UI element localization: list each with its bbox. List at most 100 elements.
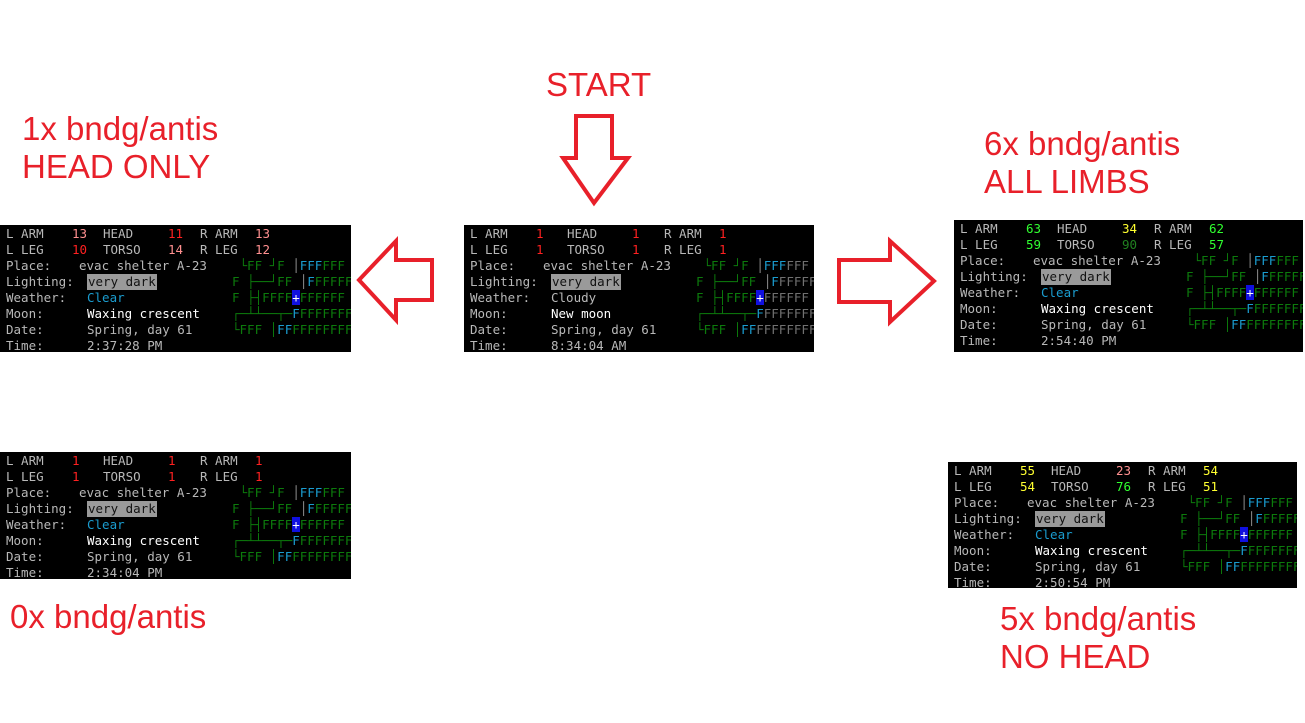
map-terrain: FFF	[1253, 253, 1277, 268]
map-row: └FF ┘F │FFFFFF	[232, 258, 351, 274]
lighting-label: Lighting:	[960, 269, 1028, 284]
moon-label: Moon:	[960, 301, 998, 316]
map-terrain: F	[307, 274, 315, 289]
map-row: └FFF │FFFFFFFFFF	[696, 322, 814, 338]
caption-line: ALL LIMBS	[984, 163, 1150, 200]
map-terrain: FFFFFFF	[299, 533, 351, 548]
map-terrain: ┌─┴┴──┬─	[1186, 301, 1247, 316]
map-terrain: FFFFFF	[1253, 285, 1299, 300]
map-terrain: └FF ┘F	[1186, 253, 1247, 268]
moon-value: Waxing crescent	[1035, 543, 1148, 558]
bodypart-value-rleg: 1	[255, 469, 263, 484]
bodypart-label-lleg: L LEG	[960, 237, 998, 252]
bodypart-value-rleg: 51	[1203, 479, 1219, 494]
map-terrain: FFFFFFF	[763, 306, 814, 321]
map-row: ┌─┴┴──┬─FFFFFFFF	[696, 306, 814, 322]
lighting-value: very dark	[551, 274, 621, 290]
moon-label: Moon:	[954, 543, 992, 558]
map-terrain: F ├┤FFFF	[1186, 285, 1247, 300]
map-row: └FF ┘F │FFFFFF	[232, 485, 351, 501]
place-label: Place:	[960, 253, 1006, 268]
bodypart-label-rleg: R LEG	[200, 242, 238, 257]
map-terrain: │	[733, 322, 742, 337]
time-label: Time:	[960, 333, 998, 348]
arrow-left-icon	[356, 235, 434, 326]
player-cursor-icon: +	[1240, 527, 1248, 542]
map-terrain: F ├──┘FF	[1186, 269, 1254, 284]
map-terrain: └FFF	[232, 322, 270, 337]
map-row: ┌─┴┴──┬─FFFFFFFF	[1186, 301, 1303, 317]
map-terrain: F ├──┘FF	[232, 501, 300, 516]
place-label: Place:	[954, 495, 1000, 510]
bodypart-value-rarm: 54	[1203, 463, 1219, 478]
map-terrain: FFF	[299, 258, 323, 273]
bodypart-value-rleg: 57	[1209, 237, 1225, 252]
map-terrain: │	[299, 501, 308, 516]
caption-line: NO HEAD	[1000, 638, 1151, 675]
map-terrain: │	[292, 485, 300, 500]
bodypart-label-rleg: R LEG	[200, 469, 238, 484]
lighting-value: very dark	[87, 501, 157, 517]
map-row: └FFF │FFFFFFFFFF	[1186, 317, 1303, 333]
place-label: Place:	[6, 485, 52, 500]
map-terrain: FFFFFF	[299, 290, 345, 305]
moon-label: Moon:	[6, 533, 44, 548]
bodypart-label-rleg: R LEG	[1154, 237, 1192, 252]
map-terrain: FFFFFFF	[1247, 543, 1297, 558]
weather-label: Weather:	[954, 527, 1015, 542]
map-row: └FFF │FFFFFFFFFF	[1180, 559, 1297, 575]
place-value: evac shelter A-23	[1033, 253, 1161, 268]
map-terrain: FFFFF	[314, 501, 351, 516]
date-label: Date:	[960, 317, 998, 332]
time-label: Time:	[6, 565, 44, 579]
map-terrain: F ├┤FFFF	[232, 517, 293, 532]
map-terrain: FF	[1225, 559, 1241, 574]
map-row: F ├┤FFFF+FFFFFF	[232, 290, 351, 306]
time-value: 8:34:04 AM	[551, 338, 627, 352]
date-value: Spring, day 61	[87, 549, 193, 564]
map-row: ┌─┴┴──┬─FFFFFFFF	[1180, 543, 1297, 559]
bodypart-value-larm: 55	[1020, 463, 1036, 478]
bodypart-value-torso: 90	[1122, 237, 1138, 252]
bodypart-label-larm: L ARM	[960, 221, 998, 236]
place-value: evac shelter A-23	[79, 258, 207, 273]
map-terrain: └FF ┘F	[232, 485, 293, 500]
weather-label: Weather:	[960, 285, 1021, 300]
bodypart-value-lleg: 1	[536, 242, 544, 257]
map-terrain: FF	[741, 322, 757, 337]
map-row: F ├┤FFFF+FFFFFF	[1180, 527, 1297, 543]
map-terrain: │	[1217, 559, 1226, 574]
bodypart-label-head: HEAD	[1051, 463, 1082, 478]
map-terrain: └FFF	[1180, 559, 1218, 574]
bodypart-label-rarm: R ARM	[1154, 221, 1192, 236]
map-terrain: │	[756, 258, 764, 273]
map-terrain: └FF ┘F	[232, 258, 293, 273]
bodypart-label-larm: L ARM	[470, 226, 508, 241]
bodypart-value-head: 11	[168, 226, 184, 241]
weather-value: Cloudy	[551, 290, 597, 305]
map-terrain: └FFF	[696, 322, 734, 337]
map-row: F ├──┘FF │FFFFFF	[1186, 269, 1303, 285]
caption-start: START	[546, 66, 652, 103]
map-terrain: FFF	[786, 258, 809, 273]
map-row: ┌─┴┴──┬─FFFFFFFF	[232, 533, 351, 549]
map-terrain: └FFF	[232, 549, 270, 564]
map-terrain: ┌─┴┴──┬─	[696, 306, 757, 321]
bodypart-label-head: HEAD	[567, 226, 598, 241]
bodypart-value-torso: 76	[1116, 479, 1132, 494]
bodypart-value-lleg: 10	[72, 242, 88, 257]
map-terrain: F ├┤FFFF	[1180, 527, 1241, 542]
weather-label: Weather:	[470, 290, 531, 305]
map-terrain: FFF	[322, 485, 345, 500]
map-terrain: FFFFFF	[299, 517, 345, 532]
player-cursor-icon: +	[292, 517, 300, 532]
map-terrain: FF	[277, 322, 293, 337]
bodypart-value-torso: 1	[168, 469, 176, 484]
bodypart-label-larm: L ARM	[954, 463, 992, 478]
time-value: 2:50:54 PM	[1035, 575, 1111, 588]
map-terrain: FFF	[763, 258, 787, 273]
